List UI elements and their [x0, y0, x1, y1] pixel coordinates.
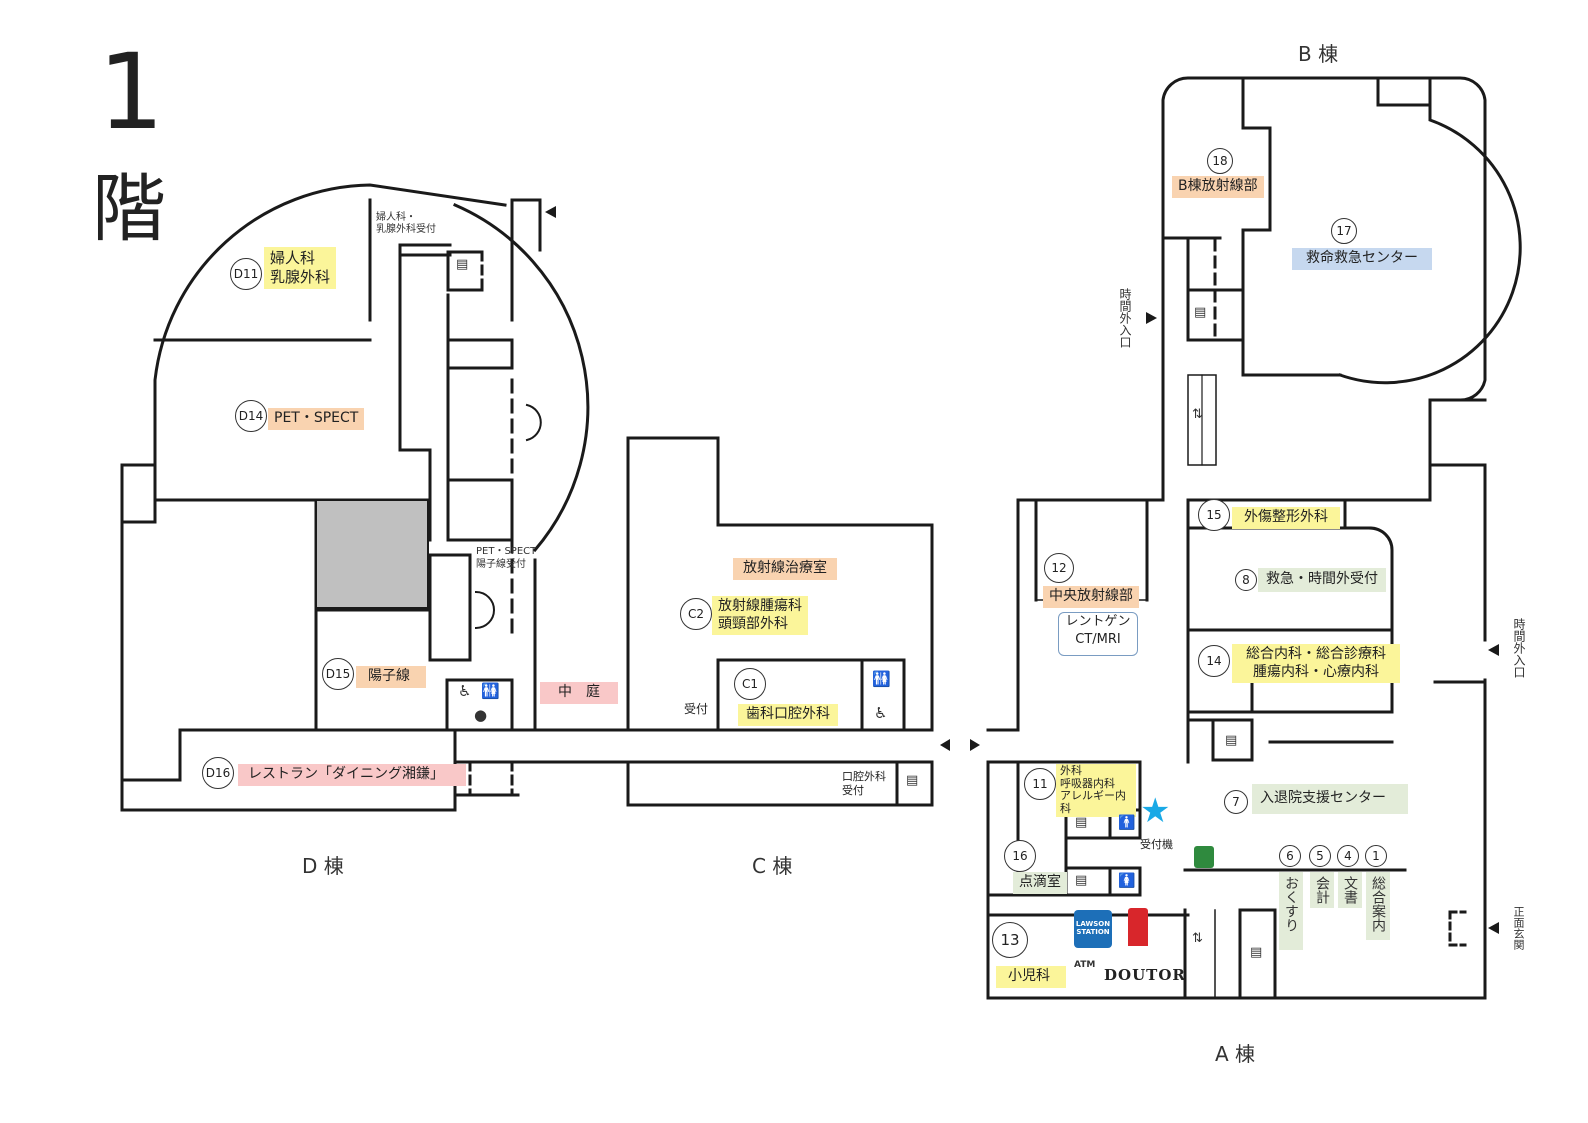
room-marker-16[interactable]: 16 — [1004, 840, 1036, 872]
post-box-icon — [1128, 908, 1148, 946]
room-marker-17[interactable]: 17 — [1331, 218, 1357, 244]
room-c2-name2: 頭頸部外科 — [718, 615, 788, 632]
room-d11-label[interactable]: 婦人科 乳腺外科 — [264, 247, 337, 289]
room-14-label[interactable]: 総合内科・総合診療科 腫瘍内科・心療内科 — [1232, 644, 1400, 683]
after-hours-entrance-a-label: 時間外入口 — [1512, 618, 1526, 678]
wheelchair-icon: ♿ — [874, 704, 888, 722]
green-kiosk-icon — [1194, 846, 1214, 868]
restroom-icon: 🚹 — [1118, 815, 1136, 831]
room-18-label[interactable]: B棟放射線部 — [1172, 176, 1264, 198]
wheelchair-icon: ♿ — [458, 682, 472, 700]
gyn-reception-label: 婦人科・ 乳腺外科受付 — [376, 212, 436, 235]
pet-reception-label2: 陽子線受付 — [476, 559, 526, 570]
room-14-name1: 総合内科・総合診療科 — [1246, 646, 1386, 662]
building-d-label: D 棟 — [302, 854, 344, 878]
room-c2-label[interactable]: 放射線腫瘍科 頭頸部外科 — [712, 596, 808, 635]
room-marker-c1[interactable]: C1 — [734, 668, 766, 700]
room-marker-d11[interactable]: D11 — [230, 258, 262, 290]
room-marker-13[interactable]: 13 — [992, 922, 1028, 958]
room-marker-d14[interactable]: D14 — [235, 400, 267, 432]
floor-number: 1 — [98, 31, 165, 153]
elevator-icon: ▤ — [906, 773, 919, 788]
restroom-icon: 🚻 — [481, 682, 500, 700]
main-entrance-label: 正面玄関 — [1512, 906, 1525, 950]
counter-6-label[interactable]: おくすり — [1279, 872, 1303, 950]
lawson-logo[interactable]: LAWSON STATION — [1074, 910, 1112, 948]
after-hours-entrance-b-label: 時間外入口 — [1118, 288, 1132, 348]
building-a-label: A 棟 — [1215, 1042, 1256, 1066]
c1-reception-label: 受付 — [684, 702, 709, 716]
room-marker-d15[interactable]: D15 — [322, 658, 354, 690]
room-7-label[interactable]: 入退院支援センター — [1252, 784, 1408, 814]
building-c-label: C 棟 — [752, 854, 793, 878]
room-marker-c2[interactable]: C2 — [680, 598, 712, 630]
baby-care-icon: ● — [474, 706, 488, 724]
kiosk-label: 受付機 — [1140, 838, 1173, 851]
courtyard-label: 中 庭 — [540, 682, 618, 704]
room-marker-6[interactable]: 6 — [1279, 845, 1301, 867]
room-marker-7[interactable]: 7 — [1224, 790, 1248, 814]
ct-mri-label: CT/MRI — [1075, 631, 1121, 647]
room-8-label[interactable]: 救急・時間外受付 — [1258, 568, 1386, 592]
elevator-icon: ▤ — [1250, 945, 1263, 960]
room-marker-18[interactable]: 18 — [1207, 148, 1233, 174]
room-c2-name1: 放射線腫瘍科 — [718, 598, 802, 614]
floor-kai-label: 階 — [92, 166, 166, 252]
room-marker-1[interactable]: 1 — [1365, 845, 1387, 867]
atm-logo[interactable]: ATM — [1074, 960, 1096, 970]
counter-4-label[interactable]: 文書 — [1338, 872, 1362, 908]
oral-reception-label2: 受付 — [842, 784, 864, 797]
room-17-label[interactable]: 救命救急センター — [1292, 248, 1432, 270]
room-16-label[interactable]: 点滴室 — [1013, 872, 1067, 894]
xray-label: レントゲン — [1065, 614, 1131, 629]
room-12-label[interactable]: 中央放射線部 — [1043, 586, 1139, 608]
room-marker-d16[interactable]: D16 — [202, 757, 234, 789]
elevator-icon: ▤ — [1194, 305, 1207, 320]
room-d11-name1: 婦人科 — [270, 249, 316, 267]
d-building-dome-wall — [153, 183, 507, 502]
radiation-therapy-room-label[interactable]: 放射線治療室 — [733, 558, 837, 580]
escalator-icon: ⇅ — [1192, 407, 1203, 422]
escalator-icon: ⇅ — [1192, 931, 1203, 946]
room-marker-14[interactable]: 14 — [1198, 645, 1230, 677]
kiosk-star-icon: ★ — [1140, 791, 1171, 831]
room-marker-5[interactable]: 5 — [1309, 845, 1331, 867]
room-d16-label[interactable]: レストラン「ダイニング湘鎌」 — [238, 764, 466, 786]
room-13-label[interactable]: 小児科 — [996, 966, 1066, 988]
building-b-label: B 棟 — [1298, 42, 1339, 66]
pet-reception-label1: PET・SPECT — [476, 546, 537, 557]
room-marker-8[interactable]: 8 — [1235, 569, 1257, 591]
room-d11-name2: 乳腺外科 — [270, 267, 331, 286]
elevator-icon: ▤ — [1225, 733, 1238, 748]
counter-5-label[interactable]: 会計 — [1310, 872, 1334, 908]
room-c1-label[interactable]: 歯科口腔外科 — [738, 704, 838, 726]
restroom-icon: 🚺 — [1118, 873, 1136, 889]
room-d15-label[interactable]: 陽子線 — [356, 666, 426, 688]
elevator-icon: ▤ — [1075, 873, 1088, 888]
room-marker-12[interactable]: 12 — [1044, 553, 1074, 583]
room-marker-11[interactable]: 11 — [1024, 768, 1056, 800]
room-marker-4[interactable]: 4 — [1337, 845, 1359, 867]
room-d14-label[interactable]: PET・SPECT — [268, 408, 365, 430]
doutor-logo[interactable]: DOUTOR — [1104, 966, 1186, 984]
room-11-name1: 外科 — [1060, 764, 1082, 777]
room-15-label[interactable]: 外傷整形外科 — [1232, 507, 1340, 529]
counter-1-label[interactable]: 総合案内 — [1366, 872, 1390, 940]
room-11-label[interactable]: 外科 呼吸器内科 アレルギー内科 — [1056, 764, 1136, 817]
shaded-area — [315, 499, 429, 609]
room-marker-15[interactable]: 15 — [1198, 499, 1230, 531]
restroom-icon: 🚻 — [872, 670, 891, 688]
xray-ct-mri-box: レントゲン CT/MRI — [1058, 612, 1138, 656]
room-11-name2: 呼吸器内科 — [1060, 776, 1115, 790]
elevator-icon: ▤ — [1075, 815, 1088, 830]
oral-reception-label1: 口腔外科 — [842, 770, 886, 783]
room-11-name3: アレルギー内科 — [1060, 789, 1126, 815]
room-14-name2: 腫瘍内科・心療内科 — [1253, 663, 1379, 680]
d-building-dome-arc-right — [453, 203, 590, 553]
elevator-icon: ▤ — [456, 257, 469, 272]
